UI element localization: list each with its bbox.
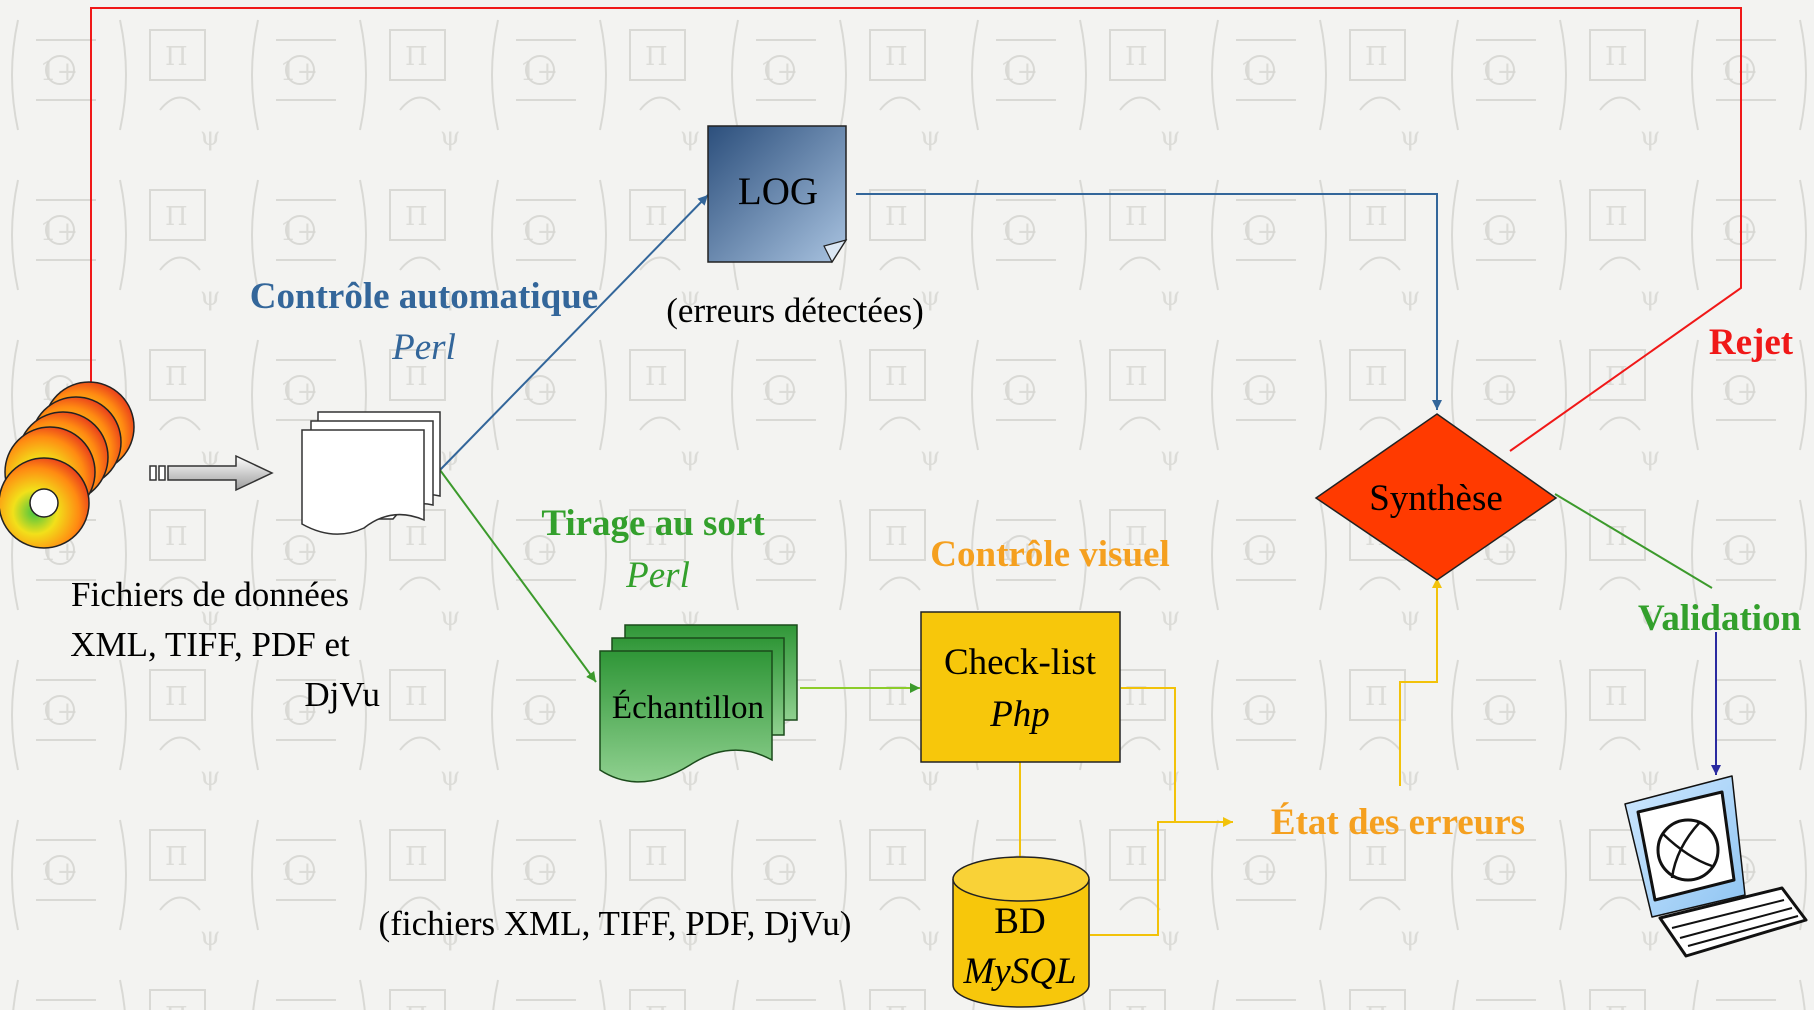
- synthese-label: Synthèse: [1369, 478, 1503, 519]
- checklist-box: [920, 611, 1121, 763]
- checklist-tool: Php: [990, 694, 1050, 735]
- data-files-formats: XML, TIFF, PDF et: [70, 625, 350, 664]
- visual-control-title: Contrôle visuel: [930, 534, 1170, 575]
- reject-loop-connector: [86, 7, 1742, 452]
- computer-globe-icon: [1624, 775, 1808, 958]
- cd-discs-icon: [0, 381, 135, 549]
- validation-connector: [1554, 493, 1713, 589]
- reject-label: Rejet: [1708, 322, 1794, 363]
- data-files-formats-end: DjVu: [304, 675, 380, 714]
- auto-control-title: Contrôle automatique: [249, 276, 599, 317]
- data-files-label: Fichiers de données: [71, 575, 349, 614]
- document-stack-icon: [301, 411, 441, 535]
- sample-stack: [599, 624, 798, 783]
- sampling-title: Tirage au sort: [541, 503, 765, 544]
- log-box: [707, 125, 848, 264]
- log-label: LOG: [737, 170, 819, 213]
- database-tool: MySQL: [963, 951, 1077, 992]
- arrow-right-icon: [149, 454, 274, 492]
- error-state-label: État des erreurs: [1270, 802, 1526, 843]
- sampling-tool: Perl: [626, 555, 690, 596]
- auto-control-connector: [439, 194, 709, 471]
- log-note: (erreurs détectées): [666, 291, 924, 330]
- log-to-synthese-connector: [856, 193, 1442, 410]
- checklist-to-errors-connector: [1121, 687, 1233, 827]
- validation-label: Validation: [1638, 598, 1802, 639]
- database-label: BD: [994, 901, 1046, 942]
- sample-note: (fichiers XML, TIFF, PDF, DjVu): [378, 904, 852, 943]
- checklist-label: Check-list: [943, 642, 1097, 683]
- db-to-errors-connector: [1090, 821, 1175, 936]
- auto-control-tool: Perl: [392, 327, 456, 368]
- database-cylinder-icon: [952, 856, 1090, 1008]
- errors-to-synthese-connector: [1399, 578, 1442, 786]
- sampling-connector: [439, 469, 597, 683]
- sample-label: Échantillon: [611, 690, 765, 726]
- synthese-diamond: [1314, 413, 1558, 581]
